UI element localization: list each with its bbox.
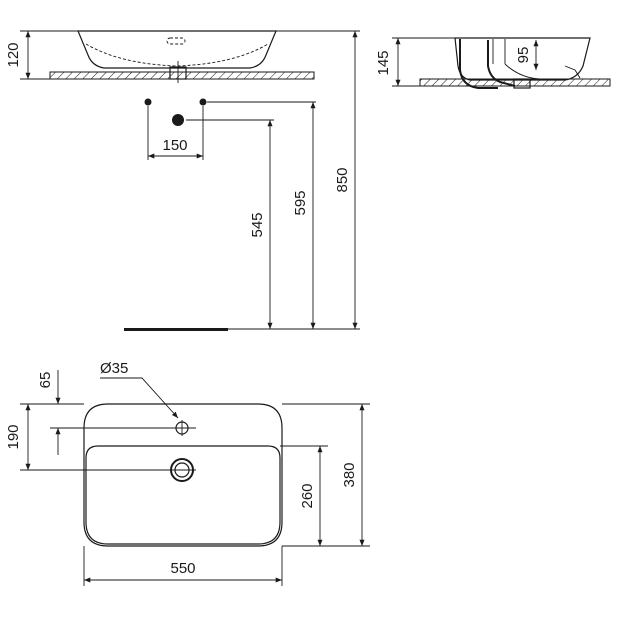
dim-120-label: 120 <box>5 42 22 67</box>
wall-fixing-point-right <box>199 98 207 106</box>
dim-550-label: 550 <box>170 560 195 577</box>
overflow-slot <box>166 37 186 45</box>
diameter-leader <box>100 377 179 419</box>
waste-fitting-side <box>513 78 531 89</box>
dim-150-label: 150 <box>162 137 187 154</box>
basin-side-inner-wall <box>459 39 498 89</box>
basin-plan-outline <box>83 403 283 547</box>
dim-380-label: 380 <box>341 462 358 487</box>
plan-view: Ø35 65 190 260 380 550 <box>5 360 370 586</box>
basin-front-profile <box>77 30 277 69</box>
wall-fixing-point-left <box>144 98 152 106</box>
dim-595-label: 595 <box>292 190 309 215</box>
inner-line <box>564 65 581 79</box>
floor-line <box>124 328 228 331</box>
front-elevation: 120 150 545 595 850 <box>5 30 360 331</box>
dim-260-label: 260 <box>299 483 316 508</box>
dim-diameter-label: Ø35 <box>100 360 128 377</box>
dim-95-label: 95 <box>515 47 532 64</box>
inner-line <box>504 63 541 80</box>
waste-pipe <box>487 40 516 87</box>
basin-plan-bowl <box>85 445 281 545</box>
side-elevation: 145 95 <box>375 37 611 89</box>
dim-850-label: 850 <box>334 167 351 192</box>
waste-outlet-point <box>172 114 184 126</box>
basin-inner-hidden-line <box>85 43 269 67</box>
dim-190-label: 190 <box>5 424 22 449</box>
countertop-front <box>49 71 315 80</box>
dim-145-label: 145 <box>375 50 392 75</box>
dim-65-label: 65 <box>37 372 54 389</box>
dim-545-label: 545 <box>249 212 266 237</box>
